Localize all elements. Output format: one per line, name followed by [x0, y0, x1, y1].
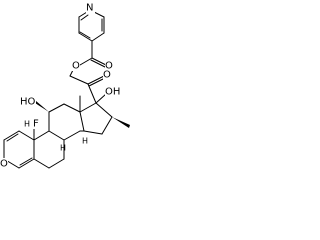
ring-a — [3, 130, 35, 169]
bond — [88, 78, 104, 87]
ring-d — [79, 102, 130, 135]
bond — [48, 158, 65, 169]
ester-carbonyl-oxygen-label: O — [105, 61, 113, 72]
bond — [95, 93, 107, 104]
bond — [63, 103, 81, 113]
bond — [79, 31, 91, 39]
bond — [79, 57, 93, 66]
pyridine-nitrogen-label: N — [86, 3, 93, 14]
bond — [79, 111, 85, 132]
hydroxyl-11-label: HO — [20, 97, 36, 108]
bond — [87, 83, 97, 104]
side-chain — [69, 75, 107, 104]
bond — [79, 102, 97, 113]
hydrogen-9-label: H — [24, 120, 30, 129]
bond — [91, 32, 105, 42]
wedge-bond — [112, 117, 130, 128]
bond — [95, 102, 113, 118]
bond — [19, 157, 33, 166]
bond — [90, 59, 106, 68]
bond — [83, 130, 103, 135]
bond — [48, 130, 65, 141]
bond — [101, 116, 113, 135]
fluorine-label: F — [33, 119, 39, 130]
hydroxyl-17-label: OH — [105, 87, 120, 98]
oxo-3-oxygen-label: O — [0, 159, 8, 170]
bond — [3, 130, 20, 141]
ketone-oxygen-label: O — [103, 70, 111, 81]
chemical-structure-diagram: N O O O OH HO F H H H O — [0, 3, 130, 170]
bond — [87, 75, 105, 85]
bond — [48, 103, 65, 113]
bond — [69, 75, 89, 85]
hydrogen-14-label: H — [82, 137, 88, 146]
bond — [18, 130, 35, 141]
bond — [78, 32, 93, 42]
wedge-bond — [35, 101, 49, 112]
hydrogen-8-label: H — [60, 144, 66, 153]
bond — [91, 57, 107, 66]
bond — [33, 158, 50, 169]
atom-labels: N O O O OH HO F H H H O — [0, 3, 120, 170]
bond — [80, 14, 89, 21]
ring-c — [35, 95, 85, 141]
bond — [78, 11, 88, 18]
pyridine-ring — [78, 9, 105, 42]
ester-oxygen-label: O — [72, 61, 80, 72]
bond — [63, 130, 81, 141]
bond — [33, 130, 50, 141]
bond — [18, 158, 35, 169]
bond — [6, 133, 19, 142]
